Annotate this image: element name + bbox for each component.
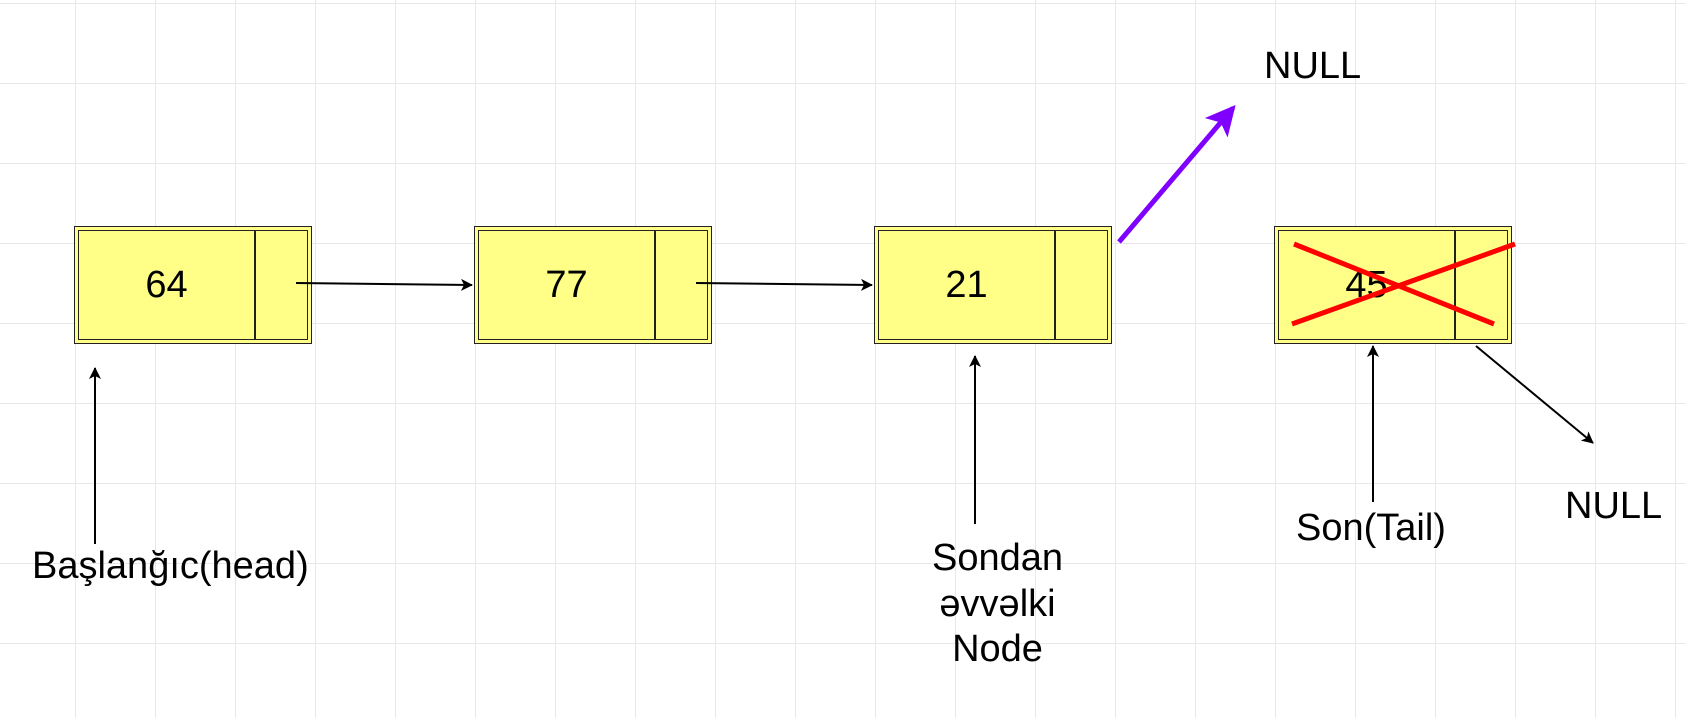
before-tail-label-line-3: Node — [952, 628, 1043, 671]
node-1-next-pointer — [256, 231, 307, 339]
node-1-value: 64 — [79, 231, 256, 339]
list-node-4-deleted: 45 — [1274, 226, 1512, 344]
list-node-2-body: 77 — [478, 230, 708, 340]
link-arrow-1-to-2 — [295, 278, 473, 291]
list-node-4-body: 45 — [1278, 230, 1508, 340]
list-node-1-body: 64 — [78, 230, 308, 340]
null-label-right: NULL — [1565, 485, 1663, 527]
node-3-next-pointer — [1056, 231, 1107, 339]
before-tail-label: Sondan əvvəlki Node — [900, 536, 1095, 673]
deleted-node-null-arrow — [1475, 345, 1594, 444]
list-node-3-body: 21 — [878, 230, 1108, 340]
list-node-2: 77 — [474, 226, 712, 344]
list-node-3: 21 — [874, 226, 1112, 344]
node-2-next-pointer — [656, 231, 707, 339]
new-null-link-arrow — [1117, 104, 1236, 244]
node-4-next-pointer — [1456, 231, 1507, 339]
head-label: Başlanğıc(head) — [32, 545, 309, 587]
before-tail-label-line-2: əvvəlki — [939, 582, 1056, 625]
node-3-value: 21 — [879, 231, 1056, 339]
node-2-value: 77 — [479, 231, 656, 339]
link-arrow-2-to-3 — [695, 278, 873, 291]
tail-label: Son(Tail) — [1296, 507, 1446, 549]
before-tail-label-line-1: Sondan — [931, 537, 1063, 579]
node-4-value: 45 — [1279, 231, 1456, 339]
list-node-1: 64 — [74, 226, 312, 344]
null-label-top: NULL — [1264, 45, 1362, 87]
